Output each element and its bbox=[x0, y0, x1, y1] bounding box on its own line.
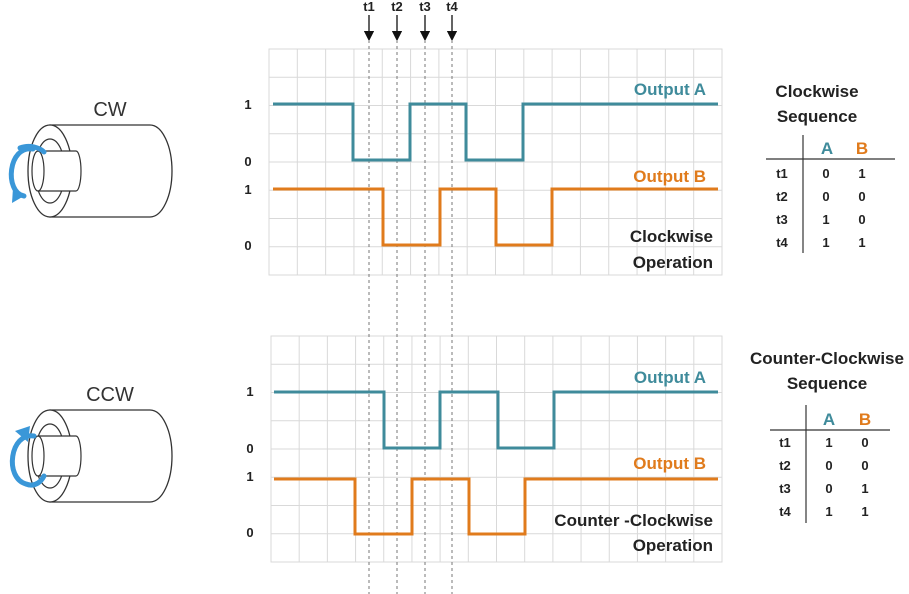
cw-table-cell: 1 bbox=[822, 212, 829, 227]
time-marker-t1: t1 bbox=[363, 0, 375, 14]
cw-table-cell: 1 bbox=[858, 235, 865, 250]
ccw-table-cell: 1 bbox=[825, 435, 832, 450]
cw-output-b-label: Output B bbox=[633, 167, 706, 186]
ccw-sequence-title-line2: Sequence bbox=[787, 374, 867, 393]
ccw-output-a-label: Output A bbox=[634, 368, 706, 387]
ccw-sequence-table: Counter-Clockwise Sequence A B t1 1 0 t2 0 0 t… bbox=[750, 349, 904, 523]
cw-b-level-low: 0 bbox=[244, 238, 251, 253]
cw-output-a-label: Output A bbox=[634, 80, 706, 99]
cw-table-header-a: A bbox=[821, 139, 833, 158]
cw-table-cell: 0 bbox=[822, 166, 829, 181]
cw-output-a-waveform bbox=[273, 102, 718, 162]
cw-encoder-label: CW bbox=[93, 99, 126, 121]
cw-encoder: CW bbox=[8, 99, 173, 218]
ccw-table-cell: 1 bbox=[861, 481, 868, 496]
cw-output-b-waveform bbox=[273, 187, 718, 247]
ccw-a-level-high: 1 bbox=[246, 384, 253, 399]
ccw-table-header-b: B bbox=[859, 410, 871, 429]
counter-clockwise-rotation-arrow-icon bbox=[9, 426, 47, 488]
cw-table-cell: 1 bbox=[822, 235, 829, 250]
ccw-encoder: CCW bbox=[9, 384, 173, 503]
time-marker-t4: t4 bbox=[446, 0, 458, 14]
ccw-operation-label-line2: Operation bbox=[633, 536, 713, 555]
ccw-b-level-low: 0 bbox=[246, 525, 253, 540]
ccw-waveforms: 1 0 1 0 Output A Output B Counter -Clock… bbox=[246, 368, 718, 555]
ccw-table-cell: 0 bbox=[861, 435, 868, 450]
ccw-sequence-title-line1: Counter-Clockwise bbox=[750, 349, 904, 368]
ccw-table-cell: 1 bbox=[861, 504, 868, 519]
ccw-a-level-low: 0 bbox=[246, 441, 253, 456]
ccw-encoder-label: CCW bbox=[86, 384, 134, 406]
ccw-b-level-high: 1 bbox=[246, 469, 253, 484]
cw-b-level-high: 1 bbox=[244, 182, 251, 197]
ccw-output-b-label: Output B bbox=[633, 454, 706, 473]
ccw-operation-label-line1: Counter -Clockwise bbox=[554, 511, 713, 530]
ccw-output-a-waveform bbox=[274, 390, 718, 450]
time-marker-t2: t2 bbox=[391, 0, 403, 14]
ccw-table-cell: 0 bbox=[825, 481, 832, 496]
clockwise-rotation-arrow-icon bbox=[8, 143, 47, 203]
cw-table-cell: t4 bbox=[776, 235, 788, 250]
ccw-table-cell: 1 bbox=[825, 504, 832, 519]
cw-table-cell: 1 bbox=[858, 166, 865, 181]
time-marker-t3: t3 bbox=[419, 0, 431, 14]
cw-sequence-title-line2: Sequence bbox=[777, 107, 857, 126]
cw-table-cell: 0 bbox=[858, 212, 865, 227]
cw-table-cell: 0 bbox=[858, 189, 865, 204]
time-markers: t1 t2 t3 t4 bbox=[363, 0, 459, 594]
cw-table-cell: t2 bbox=[776, 189, 788, 204]
ccw-table-header-a: A bbox=[823, 410, 835, 429]
cw-a-level-high: 1 bbox=[244, 97, 251, 112]
cw-table-cell: t1 bbox=[776, 166, 788, 181]
ccw-table-cell: t3 bbox=[779, 481, 791, 496]
ccw-output-b-waveform bbox=[274, 477, 718, 536]
ccw-table-cell: t1 bbox=[779, 435, 791, 450]
cw-a-level-low: 0 bbox=[244, 154, 251, 169]
cw-table-cell: 0 bbox=[822, 189, 829, 204]
ccw-table-cell: t4 bbox=[779, 504, 791, 519]
ccw-table-cell: 0 bbox=[861, 458, 868, 473]
cw-table-cell: t3 bbox=[776, 212, 788, 227]
cw-operation-label-line1: Clockwise bbox=[630, 227, 713, 246]
cw-sequence-title-line1: Clockwise bbox=[775, 82, 858, 101]
cw-table-header-b: B bbox=[856, 139, 868, 158]
cw-waveforms: 1 0 1 0 Output A Output B Clockwise Oper… bbox=[244, 80, 718, 272]
cw-sequence-table: Clockwise Sequence A B t1 0 1 t2 0 0 t3 1 0 t4 1 1 bbox=[766, 82, 895, 253]
cw-operation-label-line2: Operation bbox=[633, 253, 713, 272]
ccw-table-cell: t2 bbox=[779, 458, 791, 473]
ccw-table-cell: 0 bbox=[825, 458, 832, 473]
